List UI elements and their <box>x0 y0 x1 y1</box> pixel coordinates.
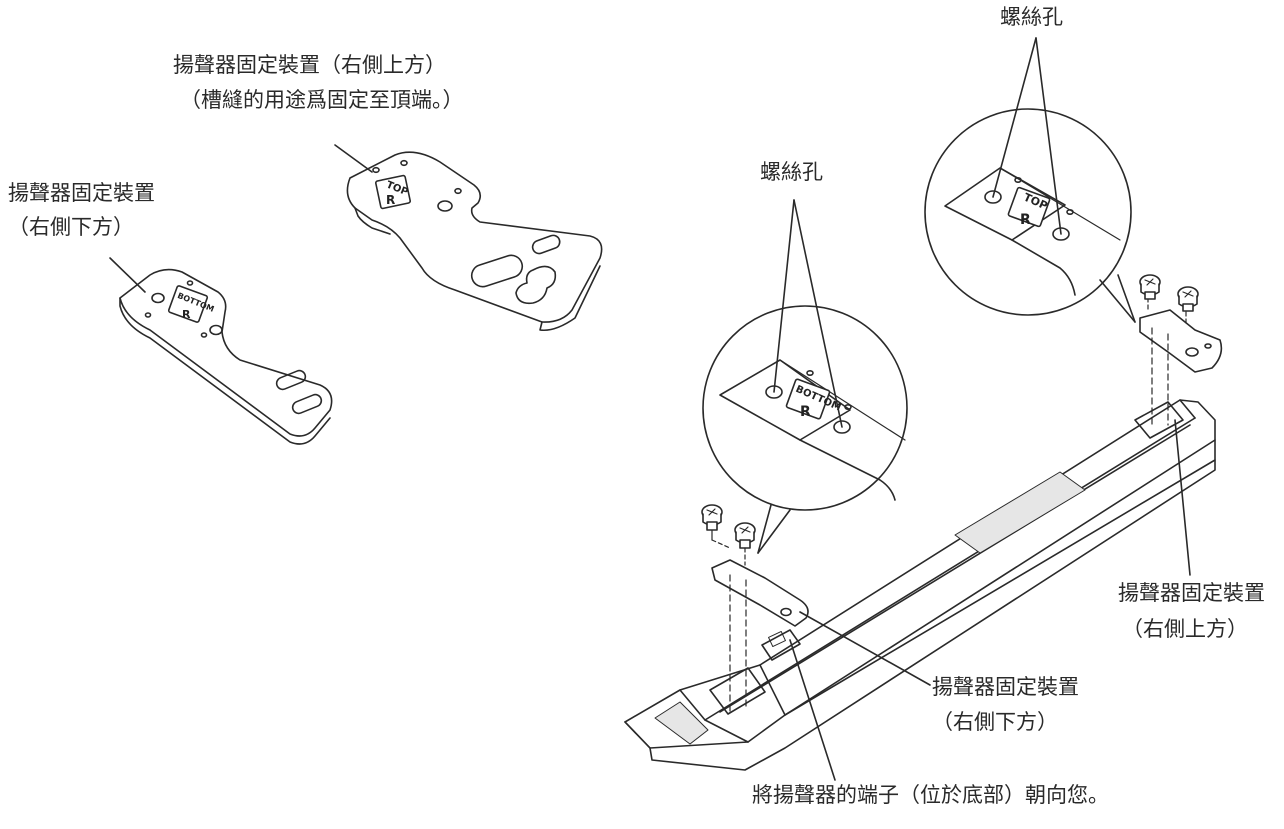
plate-side-letter: R <box>386 193 395 207</box>
label-assembly-bottom-bracket-line2: （右側下方） <box>932 710 1058 734</box>
label-assembly-bottom-bracket-line1: 揚聲器固定裝置 <box>932 675 1079 699</box>
leader-assembly-top-bracket <box>1174 419 1191 576</box>
leader-screw-hole-bottom-2 <box>793 199 843 428</box>
label-bracket-bottom-right-line2: （右側下方） <box>8 215 134 239</box>
leader-line-bottom-bracket <box>109 257 146 293</box>
leader-screw-hole-bottom-1 <box>773 199 795 393</box>
leader-terminal-note <box>789 639 836 781</box>
screw-left-1 <box>701 504 723 531</box>
magnifier-bottom: BOTTOM R <box>702 305 908 554</box>
magnifier-plate-letter: R <box>800 404 811 420</box>
bracket-top-right-part: TOP R <box>346 151 603 332</box>
label-bracket-top-right-line2: （槽縫的用途爲固定至頂端。） <box>180 88 464 112</box>
label-bracket-bottom-right-line1: 揚聲器固定裝置 <box>8 181 155 205</box>
leader-screw-hole-top-1 <box>992 37 1037 198</box>
label-screw-hole-top: 螺絲孔 <box>1000 5 1063 29</box>
screw-left-2 <box>734 522 756 566</box>
screw-right-2 <box>1177 286 1199 312</box>
leader-assembly-bottom-bracket <box>799 611 931 686</box>
magnifier-plate-letter-2: R <box>1020 212 1031 228</box>
leader-line-top-bracket <box>334 144 373 173</box>
screw-right-1 <box>1139 274 1161 300</box>
magnifier-top: TOP R <box>924 108 1145 323</box>
label-screw-hole-bottom: 螺絲孔 <box>760 160 823 184</box>
label-assembly-top-bracket-line2: （右側上方） <box>1122 617 1248 641</box>
label-terminal-note: 將揚聲器的端子（位於底部）朝向您。 <box>752 783 1109 807</box>
label-bracket-top-right-line1: 揚聲器固定裝置（右側上方） <box>173 53 446 77</box>
label-assembly-top-bracket-line1: 揚聲器固定裝置 <box>1118 581 1265 605</box>
leader-screw-hole-top-2 <box>1035 37 1062 235</box>
speaker-bar <box>624 399 1216 771</box>
bracket-top-mounted <box>1139 297 1223 426</box>
bracket-bottom-right-part: BOTTOM R <box>119 268 333 445</box>
bracket-bottom-mounted <box>711 529 809 716</box>
plate-side-letter-2: R <box>182 308 191 321</box>
